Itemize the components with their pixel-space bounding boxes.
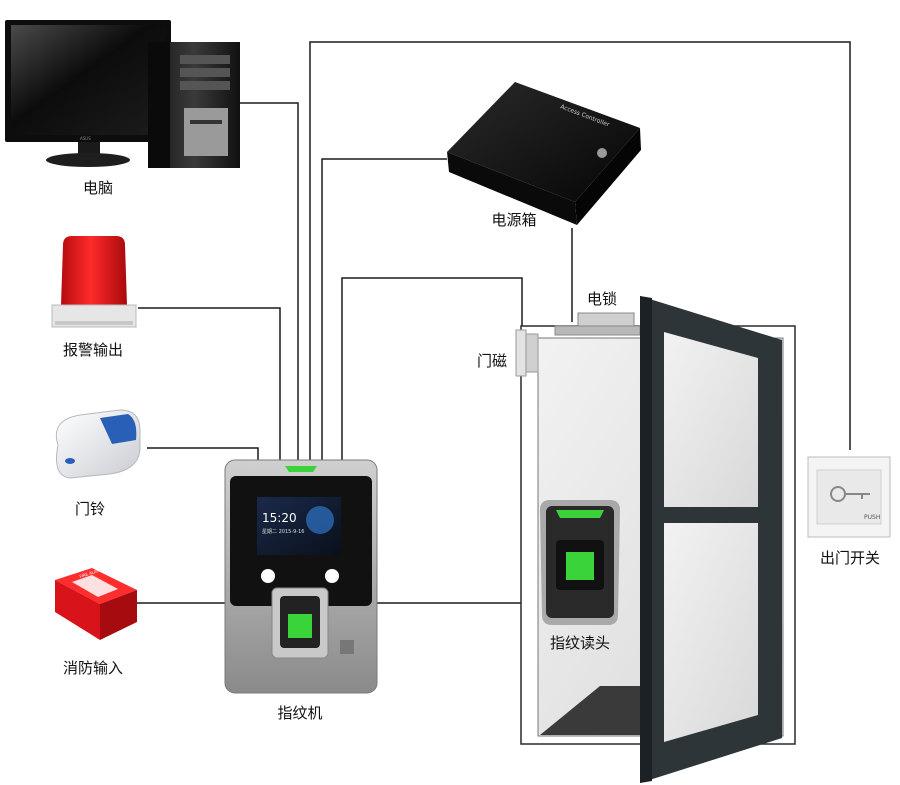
alarm-lamp [61, 236, 127, 305]
door-glass-lower [664, 523, 758, 742]
monitor-stand [46, 153, 130, 167]
wire-doorbell [147, 447, 259, 460]
wire-door-sensor [341, 277, 523, 460]
power-box-lock [597, 148, 607, 158]
terminal-button-right [325, 569, 339, 583]
globe-icon [306, 506, 334, 534]
label-electric-lock: 电锁 [587, 290, 617, 308]
fire-glass [72, 575, 118, 597]
monitor-brand: ASUS [80, 136, 91, 141]
label-computer: 电脑 [83, 179, 113, 197]
door-floor-shadow [540, 686, 660, 735]
label-power-box: 电源箱 [491, 211, 536, 229]
terminal-sensor [288, 614, 312, 638]
door-glass-upper [664, 332, 758, 507]
terminal-date: 星期二 2015-9-16 [262, 529, 304, 535]
wire-computer [240, 102, 299, 460]
terminal-speaker [340, 640, 354, 654]
electric-lock-device [554, 312, 641, 336]
label-alarm: 报警输出 [63, 341, 123, 359]
power-box-top [447, 82, 640, 202]
label-terminal: 指纹机 [277, 704, 322, 722]
label-reader: 指纹读头 [550, 634, 610, 652]
monitor-screen [11, 25, 165, 135]
alarm-device [51, 236, 137, 328]
wire-alarm [138, 307, 281, 460]
door-sensor-device [515, 329, 539, 377]
wire-exit-button [309, 41, 851, 460]
doorbell-device [55, 409, 141, 479]
exit-button-device: PUSH [807, 456, 891, 538]
fire-alarm-device: FIRE ALARM [55, 567, 137, 640]
terminal-time: 15:20 [262, 511, 297, 525]
door-leaf [640, 296, 782, 783]
exit-button-text: PUSH [864, 514, 880, 521]
label-fire-input: 消防输入 [63, 659, 123, 677]
computer-device: ASUS [5, 20, 240, 168]
reader-sensor [566, 552, 594, 580]
terminal-button-left [261, 569, 275, 583]
doorbell-speaker [100, 414, 137, 444]
fingerprint-terminal-device: 15:20 星期二 2015-9-16 [224, 459, 378, 694]
label-exit-button: 出门开关 [820, 549, 880, 567]
wiring [135, 41, 851, 604]
label-doorbell: 门铃 [75, 500, 105, 518]
power-box-device: Access Controller [447, 82, 641, 225]
wire-power-box [321, 158, 447, 460]
fingerprint-reader-device [540, 500, 620, 625]
label-door-sensor: 门磁 [477, 352, 507, 370]
